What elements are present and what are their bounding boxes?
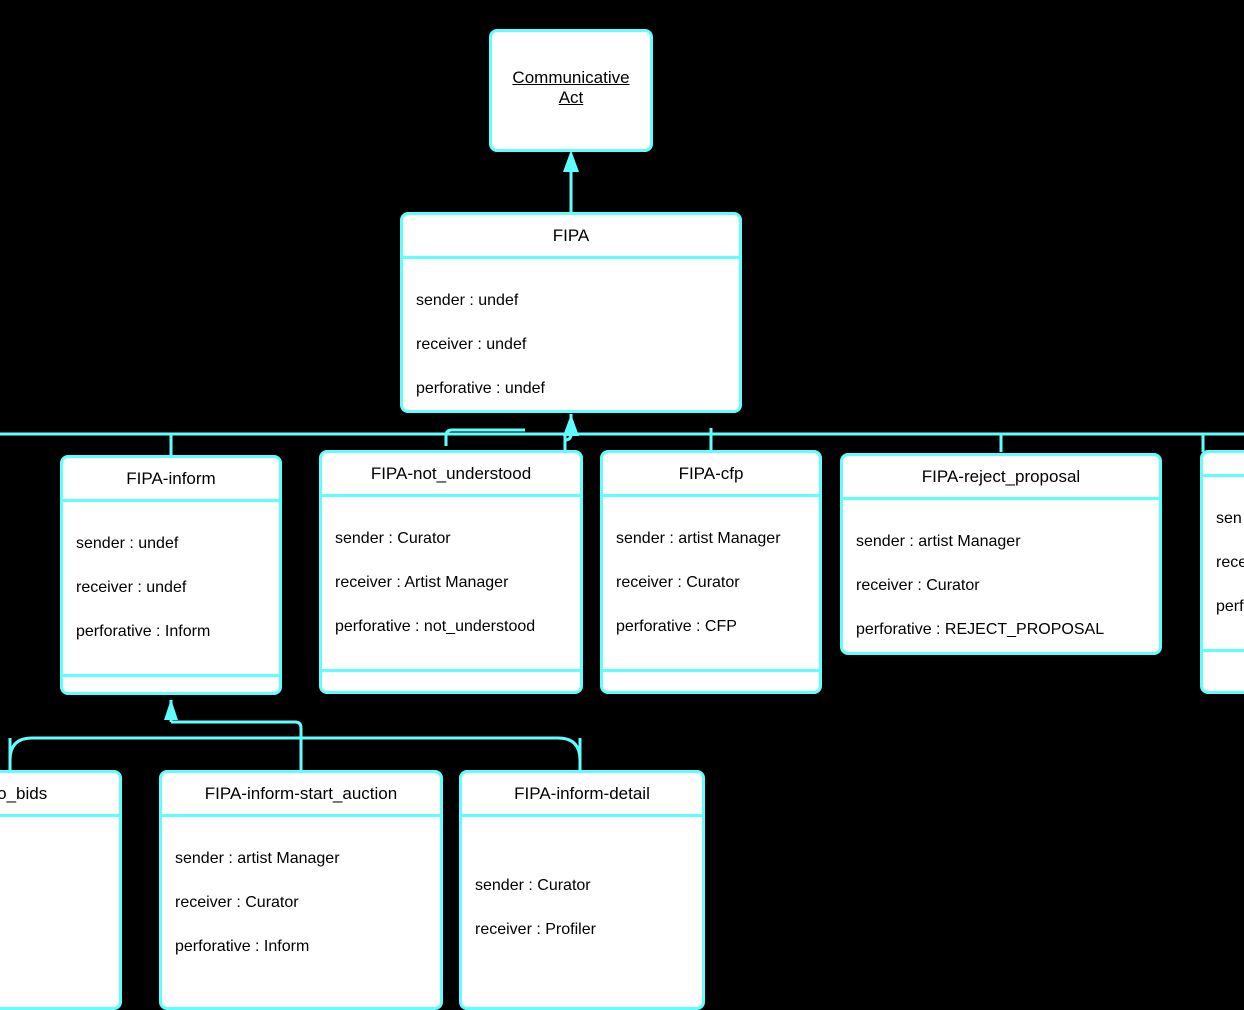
node-fipa[interactable]: FIPA sender : undef receiver : undef per… bbox=[400, 212, 742, 413]
edge-drop-fipa-not-understood bbox=[564, 433, 573, 442]
attribute-line: tist Manager bbox=[0, 848, 107, 870]
node-title-fipa-inform-no-bids: orm-no_bids bbox=[0, 784, 48, 803]
attribute-line: perforative : REJECT_PROPOSAL bbox=[856, 621, 1105, 638]
node-attributes-fipa-not-understood: sender : Curator receiver : Artist Manag… bbox=[322, 497, 580, 669]
node-divider bbox=[603, 669, 819, 672]
node-fipa-inform-detail[interactable]: FIPA-inform-detail sender : Curator rece… bbox=[459, 770, 705, 1010]
node-divider bbox=[0, 814, 119, 817]
attribute-line: : Inform bbox=[0, 936, 107, 958]
node-divider bbox=[63, 499, 279, 502]
node-title-fipa: FIPA bbox=[552, 226, 590, 245]
attribute-line: rece bbox=[1216, 554, 1244, 571]
attribute-line: sender : undef bbox=[416, 292, 519, 309]
attribute-line: perforative : CFP bbox=[616, 618, 737, 635]
node-divider bbox=[63, 674, 279, 677]
node-attributes-fipa-inform-start-auction: sender : artist Manager receiver : Curat… bbox=[162, 817, 440, 989]
node-title-fipa-inform-start-auction: FIPA-inform-start_auction bbox=[204, 784, 398, 803]
node-fipa-clipped-right[interactable]: sen rece perf cont bbox=[1200, 450, 1244, 694]
attribute-line: perf bbox=[1216, 598, 1244, 615]
node-content-fipa-cfp: content : type<Integer> bbox=[603, 672, 819, 691]
node-fipa-cfp[interactable]: FIPA-cfp sender : artist Manager receive… bbox=[600, 450, 822, 694]
node-title-fipa-cfp: FIPA-cfp bbox=[678, 464, 744, 483]
node-fipa-inform-no-bids[interactable]: orm-no_bids tist Manager : Curator : Inf… bbox=[0, 770, 122, 1010]
node-attributes-fipa-reject-proposal: sender : artist Manager receiver : Curat… bbox=[843, 500, 1159, 652]
diagram-canvas: Communicative Act FIPA sender : undef re… bbox=[0, 29, 1244, 1010]
node-attributes-fipa: sender : undef receiver : undef perforat… bbox=[403, 259, 739, 410]
attribute-line: sen bbox=[1216, 510, 1242, 527]
attribute-line: sender : Curator bbox=[475, 877, 591, 894]
arrowhead-communicative-act bbox=[563, 150, 579, 172]
node-divider bbox=[403, 256, 739, 259]
attribute-line: perforative : undef bbox=[416, 380, 545, 397]
edge-bus-level1-overlap-hook bbox=[444, 428, 453, 446]
node-title-fipa-not-understood: FIPA-not_understood bbox=[370, 464, 532, 483]
attribute-line: perforative : not_understood bbox=[335, 618, 536, 635]
node-communicative-act[interactable]: Communicative Act bbox=[489, 29, 653, 152]
node-fipa-inform-start-auction[interactable]: FIPA-inform-start_auction sender : artis… bbox=[159, 770, 443, 1010]
node-attributes-fipa-clipped-right: sen rece perf bbox=[1203, 477, 1244, 649]
node-divider bbox=[603, 494, 819, 497]
node-attributes-fipa-inform: sender : undef receiver : undef perforat… bbox=[63, 502, 279, 674]
attribute-line: : Curator bbox=[0, 892, 107, 914]
node-title-fipa-reject-proposal: FIPA-reject_proposal bbox=[921, 467, 1081, 486]
node-divider bbox=[322, 494, 580, 497]
node-title-communicative-act: Communicative Act bbox=[512, 68, 630, 107]
arrowhead-fipa bbox=[563, 414, 579, 436]
node-content-fipa-clipped-right: cont bbox=[1203, 652, 1244, 691]
node-divider bbox=[162, 814, 440, 817]
node-attributes-fipa-inform-no-bids: tist Manager : Curator : Inform bbox=[0, 817, 119, 989]
node-divider bbox=[1203, 474, 1244, 477]
node-attributes-fipa-inform-detail: sender : Curator receiver : Profiler bbox=[462, 817, 702, 972]
attribute-line: sender : Curator bbox=[335, 530, 451, 547]
attribute-line: receiver : Curator bbox=[856, 577, 980, 594]
node-content-fipa-inform: content : undef bbox=[63, 677, 279, 692]
node-attributes-fipa-cfp: sender : artist Manager receiver : Curat… bbox=[603, 497, 819, 669]
arrowhead-fipa-inform bbox=[164, 699, 178, 720]
attribute-line: receiver : Curator bbox=[616, 574, 740, 591]
node-divider bbox=[1203, 649, 1244, 652]
attribute-line: receiver : Profiler bbox=[475, 921, 596, 938]
node-fipa-inform[interactable]: FIPA-inform sender : undef receiver : un… bbox=[60, 455, 282, 695]
node-title-fipa-inform: FIPA-inform bbox=[126, 469, 216, 488]
attribute-line: receiver : undef bbox=[416, 336, 527, 353]
node-fipa-reject-proposal[interactable]: FIPA-reject_proposal sender : artist Man… bbox=[840, 453, 1162, 655]
attribute-line: receiver : undef bbox=[76, 579, 187, 596]
attribute-line: receiver : Artist Manager bbox=[335, 574, 509, 591]
node-title-fipa-clipped-right bbox=[1203, 453, 1244, 474]
attribute-line: sender : artist Manager bbox=[856, 533, 1021, 550]
attribute-line: sender : artist Manager bbox=[616, 530, 781, 547]
node-divider bbox=[322, 669, 580, 672]
node-title-fipa-inform-detail: FIPA-inform-detail bbox=[514, 784, 650, 803]
node-fipa-not-understood[interactable]: FIPA-not_understood sender : Curator rec… bbox=[319, 450, 583, 694]
attribute-line: perforative : Inform bbox=[76, 623, 211, 640]
attribute-line: perforative : Inform bbox=[175, 938, 310, 955]
node-content-fipa-not-understood: content : undef bbox=[322, 672, 580, 691]
attribute-line: sender : artist Manager bbox=[175, 850, 340, 867]
node-divider bbox=[843, 497, 1159, 500]
node-divider bbox=[462, 814, 702, 817]
attribute-line: sender : undef bbox=[76, 535, 179, 552]
attribute-line: receiver : Curator bbox=[175, 894, 299, 911]
